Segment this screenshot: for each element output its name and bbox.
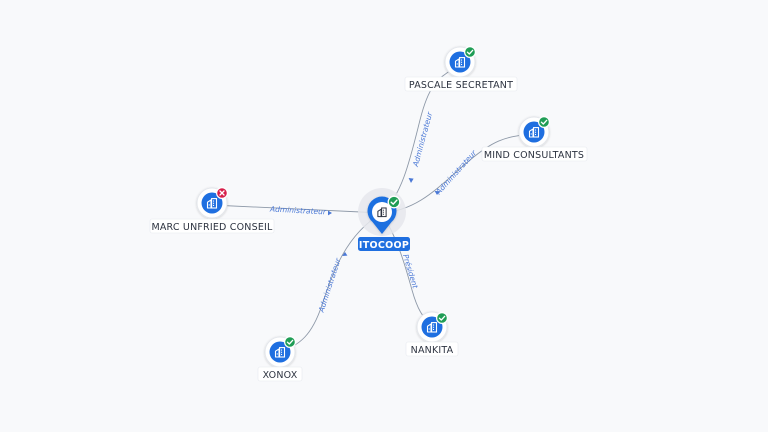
edge-label-nankita: Président [401,253,420,290]
edge-xonox[interactable]: Administrateur [279,212,383,353]
node-pascale[interactable]: PASCALE SECRETANT [404,45,518,92]
node-marc[interactable]: MARC UNFRIED CONSEIL [149,187,275,234]
node-label-marc: MARC UNFRIED CONSEIL [151,222,273,233]
edge-mind[interactable]: Administrateur [381,132,533,214]
center-node[interactable]: ITOCOOP [358,188,410,251]
node-nankita[interactable]: NANKITA [405,311,459,357]
status-active-icon [284,336,297,349]
edge-label-mind: Administrateur [433,148,478,197]
node-label-xonox: XONOX [263,370,298,381]
edge-label-pascale: Administrateur [411,110,435,168]
edge-label-marc: Administrateur [269,204,327,216]
edge-marc[interactable]: Administrateur [211,204,383,217]
status-inactive-icon [216,187,229,200]
status-active-icon [537,115,550,128]
node-label-mind: MIND CONSULTANTS [484,150,584,161]
status-active-icon [436,312,449,325]
center-label: ITOCOOP [359,240,409,251]
status-active-icon [387,195,401,209]
edge-label-xonox: Administrateur [316,256,342,314]
node-label-pascale: PASCALE SECRETANT [409,80,513,91]
node-xonox[interactable]: XONOX [257,336,303,382]
node-label-nankita: NANKITA [411,345,454,356]
status-active-icon [464,45,477,58]
node-mind[interactable]: MIND CONSULTANTS [481,115,588,162]
